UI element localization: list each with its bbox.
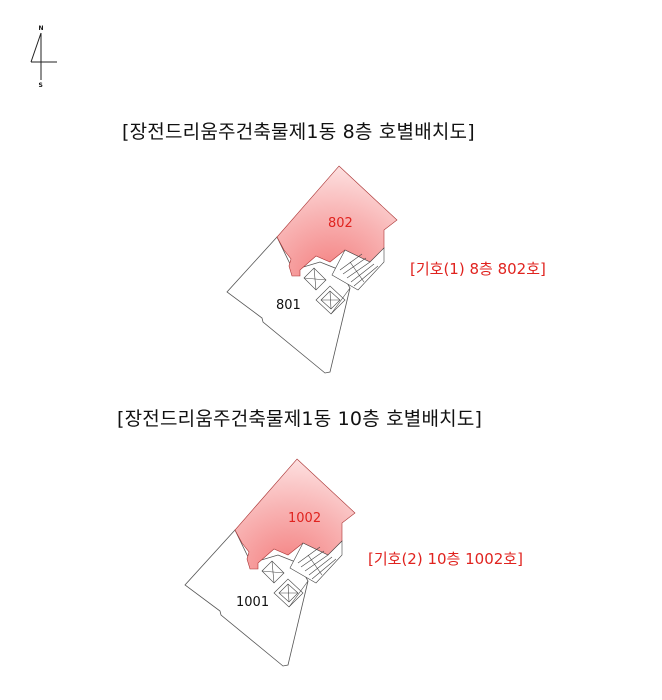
unit-label-1001: 1001 xyxy=(236,595,269,610)
plan-title-8f: [장전드리움주건축물제1동 8층 호별배치도] xyxy=(122,121,475,143)
elevator-icon xyxy=(261,560,309,608)
plan-title-10f: [장전드리움주건축물제1동 10층 호별배치도] xyxy=(117,408,483,430)
unit-label-802: 802 xyxy=(328,216,353,231)
unit-802-highlight[interactable] xyxy=(276,165,398,277)
unit-1002-highlight[interactable] xyxy=(234,458,356,570)
unit-label-1002: 1002 xyxy=(288,511,321,526)
floor-plan-10: 1002 1001 xyxy=(184,458,356,667)
unit-label-801: 801 xyxy=(276,298,301,313)
north-arrow-icon: N S xyxy=(30,25,57,89)
floor-plan-8: 802 801 xyxy=(226,165,398,374)
legend-label-10f: [기호(2) 10층 1002호] xyxy=(368,550,523,568)
compass-south-label: S xyxy=(39,82,43,89)
staircase-icon xyxy=(331,247,385,291)
staircase-icon xyxy=(289,540,343,584)
elevator-icon xyxy=(303,267,351,315)
legend-label-8f: [기호(1) 8층 802호] xyxy=(410,260,546,278)
compass-north-label: N xyxy=(39,25,44,32)
